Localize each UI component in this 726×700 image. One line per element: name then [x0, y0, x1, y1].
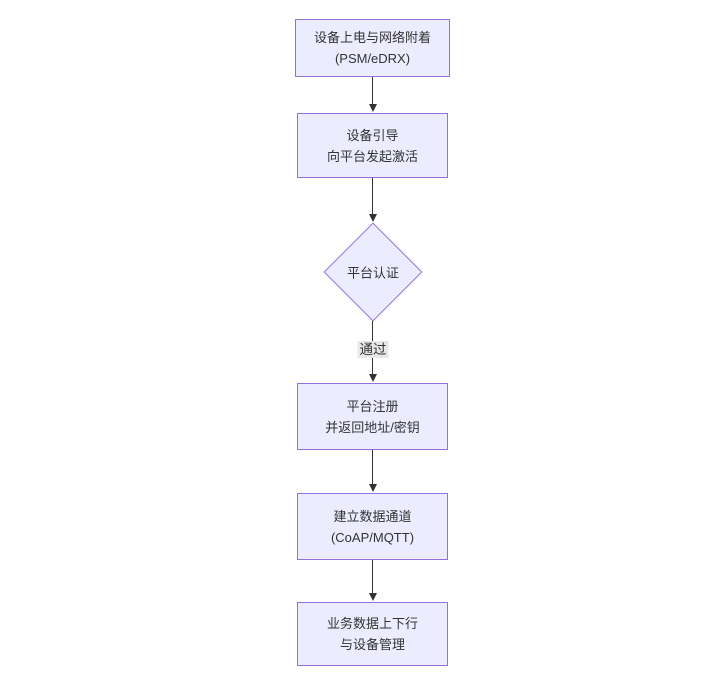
arrow-head-icon — [368, 214, 377, 222]
node-power-attach: 设备上电与网络附着 (PSM/eDRX) — [295, 19, 450, 77]
node-text-line: (PSM/eDRX) — [334, 51, 411, 66]
flow-arrow-5 — [368, 560, 377, 601]
arrow-line — [372, 450, 373, 484]
node-text-line: 设备引导 — [346, 127, 399, 143]
node-text-line: 平台认证 — [346, 265, 400, 280]
node-bootstrap: 设备引导 向平台发起激活 — [297, 113, 448, 178]
node-text-line: 并返回地址/密钥 — [325, 419, 420, 435]
arrow-head-icon — [368, 593, 377, 601]
flow-arrow-4 — [368, 450, 377, 492]
node-text-line: 建立数据通道 — [333, 508, 412, 524]
arrow-head-icon — [368, 374, 377, 382]
node-text-line: 平台注册 — [346, 398, 399, 414]
node-text-line: (CoAP/MQTT) — [330, 529, 415, 545]
flow-arrow-2 — [368, 178, 377, 222]
arrow-line — [372, 560, 373, 593]
arrow-line — [372, 178, 373, 214]
node-text-line: 与设备管理 — [339, 637, 405, 652]
edge-label-pass: 通过 — [357, 341, 389, 358]
arrow-head-icon — [368, 484, 377, 492]
arrow-head-icon — [368, 104, 377, 112]
node-platform-auth: 平台认证 — [322, 222, 424, 321]
flow-arrow-1 — [368, 77, 377, 112]
node-business-data: 业务数据上下行 与设备管理 — [297, 602, 448, 666]
node-text-line: 向平台发起激活 — [326, 148, 418, 164]
node-data-channel: 建立数据通道 (CoAP/MQTT) — [297, 493, 448, 560]
node-text-line: 业务数据上下行 — [326, 616, 418, 631]
arrow-line — [372, 77, 373, 104]
node-text-line: 设备上电与网络附着 — [313, 30, 431, 45]
node-platform-register: 平台注册 并返回地址/密钥 — [297, 383, 448, 450]
